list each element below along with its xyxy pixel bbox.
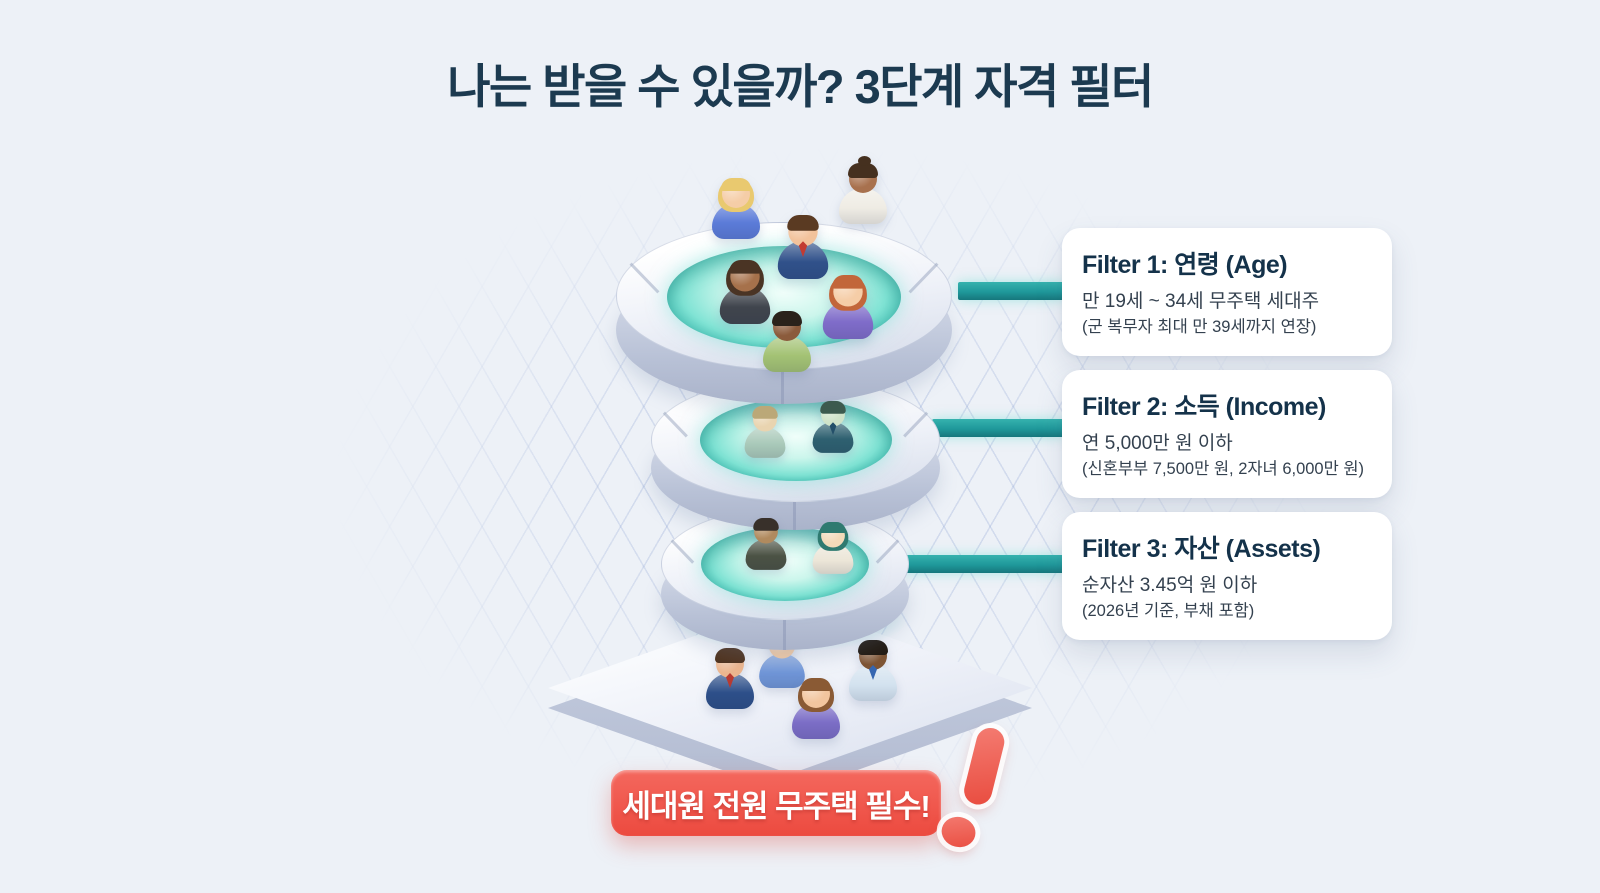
person-figure bbox=[702, 648, 758, 728]
rim-seam bbox=[782, 620, 786, 650]
person-figure bbox=[774, 215, 833, 299]
person-body bbox=[744, 427, 786, 458]
connector-line-3 bbox=[903, 555, 1064, 573]
warning-badge: 세대원 전원 무주택 필수! bbox=[611, 770, 941, 836]
person-figure bbox=[845, 640, 901, 720]
rim-seam bbox=[792, 502, 796, 530]
person-body bbox=[763, 336, 811, 372]
filter-card-age: Filter 1: 연령 (Age) 만 19세 ~ 34세 무주택 세대주 (… bbox=[1062, 228, 1392, 357]
filter-card-line2: (신혼부부 7,500만 원, 2자녀 6,000만 원) bbox=[1082, 459, 1365, 478]
person-figure bbox=[788, 678, 844, 758]
person-hair bbox=[752, 406, 778, 419]
person-figure bbox=[835, 156, 891, 243]
person-hair-bun bbox=[858, 156, 871, 166]
person-hair-fringe bbox=[801, 678, 831, 691]
person-body bbox=[839, 188, 887, 224]
person-figure bbox=[741, 406, 789, 474]
page-title: 나는 받을 수 있을까? 3단계 자격 필터 bbox=[447, 60, 1154, 113]
person-hair bbox=[715, 648, 745, 663]
person-figure bbox=[809, 522, 857, 590]
filter-card-assets: Filter 3: 자산 (Assets) 순자산 3.45억 원 이하 (20… bbox=[1062, 512, 1392, 641]
person-hair bbox=[787, 215, 819, 231]
person-hair-fringe bbox=[729, 260, 761, 274]
person-tie bbox=[726, 673, 734, 688]
ring-teal-hole bbox=[699, 399, 892, 481]
person-hair bbox=[820, 401, 846, 414]
warning-badge-text: 세대원 전원 무주택 필수! bbox=[622, 788, 930, 824]
person-body bbox=[745, 539, 787, 570]
filter-card-income: Filter 2: 소득 (Income) 연 5,000만 원 이하 (신혼부… bbox=[1062, 370, 1392, 499]
person-hair bbox=[858, 640, 888, 655]
person-figure bbox=[819, 275, 878, 359]
filter-card-title: Filter 1: 연령 (Age) bbox=[1082, 251, 1288, 279]
person-tie bbox=[798, 241, 808, 257]
connector-line-2 bbox=[932, 419, 1064, 437]
rim-seam bbox=[780, 370, 784, 404]
person-figure bbox=[708, 178, 764, 258]
person-figure bbox=[759, 311, 815, 391]
exclamation-dot bbox=[938, 813, 979, 851]
filter-card-line2: (군 복무자 최대 만 39세까지 연장) bbox=[1082, 317, 1317, 336]
person-hair bbox=[772, 311, 802, 326]
filter-card-line1: 순자산 3.45억 원 이하 bbox=[1082, 575, 1258, 596]
filter-card-line1: 만 19세 ~ 34세 무주택 세대주 bbox=[1082, 291, 1320, 312]
person-body bbox=[759, 653, 805, 688]
person-hair-fringe bbox=[721, 178, 751, 191]
exclamation-bar bbox=[961, 725, 1008, 808]
filter-card-line2: (2026년 기준, 부채 포함) bbox=[1082, 601, 1255, 620]
person-figure bbox=[742, 518, 790, 586]
person-hair bbox=[753, 518, 779, 531]
person-tie bbox=[829, 422, 837, 435]
filter-card-title: Filter 3: 자산 (Assets) bbox=[1082, 535, 1321, 563]
person-tie bbox=[869, 665, 877, 680]
connector-line-1 bbox=[958, 282, 1064, 300]
person-hair-fringe bbox=[832, 275, 864, 289]
person-hair-fringe bbox=[820, 522, 846, 534]
filter-card-line1: 연 5,000만 원 이하 bbox=[1082, 433, 1233, 454]
person-hair bbox=[848, 163, 878, 178]
person-figure bbox=[716, 260, 775, 344]
filter-card-title: Filter 2: 소득 (Income) bbox=[1082, 393, 1326, 421]
person-figure bbox=[809, 401, 857, 469]
